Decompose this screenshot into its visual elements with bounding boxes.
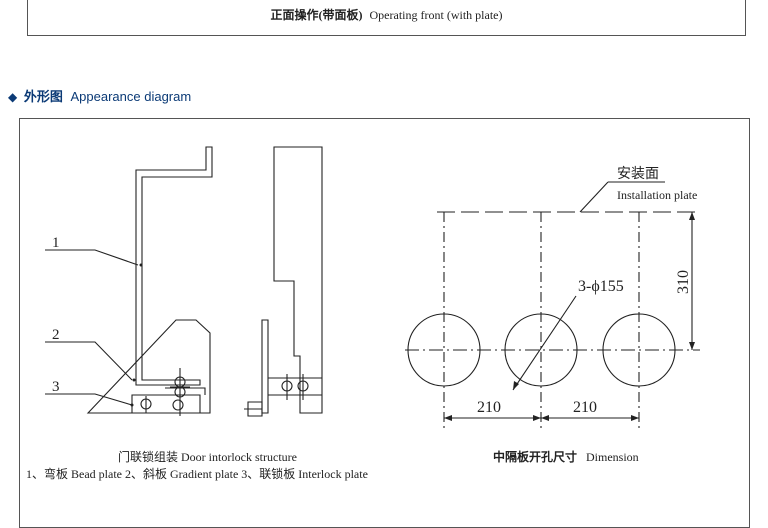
leader-line-1 (45, 249, 139, 266)
dimension-arrowheads (444, 212, 695, 421)
installation-leader (579, 181, 609, 213)
technical-drawing: 1 2 3 门联锁组装 Door intorlock structure 1、弯… (26, 146, 700, 481)
hole-1 (407, 313, 481, 387)
hole-2 (504, 313, 578, 387)
section-title-en: Appearance diagram (70, 89, 192, 104)
installation-plate-label-cn: 安装面 (617, 166, 659, 182)
spacing-label-left: 210 (477, 399, 501, 416)
bent-plate (135, 146, 213, 386)
side-view-bracket (261, 319, 269, 414)
height-label: 310 (675, 270, 692, 294)
spacing-label-right: 210 (573, 399, 597, 416)
side-view-plate (273, 146, 323, 414)
leader-line-2 (45, 341, 133, 381)
operating-front-caption: 正面操作(带面板) Operating front (with plate) (28, 6, 745, 23)
hole-dimension-drawing (405, 181, 700, 432)
gradient-plate (86, 319, 211, 414)
operating-front-caption-en: Operating front (with plate) (369, 8, 503, 22)
hole-3 (602, 313, 676, 387)
section-title-cn: 外形图 (23, 89, 63, 104)
hole-diameter-label: 3-ϕ155 (578, 278, 624, 295)
section-heading: ◆ 外形图 Appearance diagram (8, 88, 191, 106)
dimension-caption: 中隔板开孔尺寸 Dimension (493, 449, 639, 464)
diameter-leader (512, 304, 571, 391)
dimension-caption-cn: 中隔板开孔尺寸 (493, 449, 577, 464)
leader-line-3 (45, 393, 133, 406)
operating-front-panel: 正面操作(带面板) Operating front (with plate) (27, 0, 746, 36)
diamond-bullet-icon: ◆ (8, 90, 18, 104)
callout-1: 1 (52, 235, 60, 251)
callout-3: 3 (52, 379, 60, 395)
door-interlock-drawing (45, 146, 323, 417)
callout-2: 2 (52, 327, 60, 343)
bolt-hole (172, 399, 184, 411)
dimension-caption-en: Dimension (586, 450, 639, 464)
installation-plate-label-en: Installation plate (617, 188, 697, 202)
door-interlock-legend: 1、弯板 Bead plate 2、斜板 Gradient plate 3、联锁… (26, 466, 368, 481)
door-interlock-caption: 门联锁组装 Door intorlock structure (118, 449, 297, 464)
interlock-plate (131, 394, 201, 414)
operating-front-caption-cn: 正面操作(带面板) (270, 8, 363, 22)
